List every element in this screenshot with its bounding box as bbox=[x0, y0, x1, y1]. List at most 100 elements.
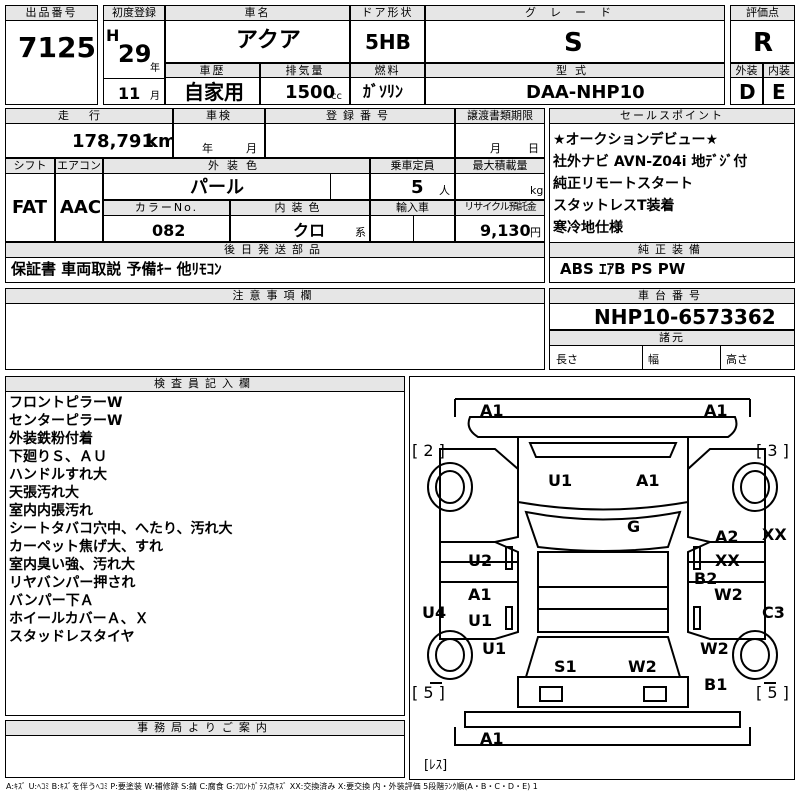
ext-color-cell: 外装色 パール bbox=[103, 158, 370, 200]
damage-label: U1 bbox=[482, 639, 507, 658]
damage-label: W2 bbox=[628, 657, 657, 676]
transfer-month-unit: 月 bbox=[490, 142, 501, 155]
list-item: バンパー下Ａ bbox=[9, 593, 94, 609]
transfer-header: 譲渡書類期限 bbox=[456, 109, 544, 124]
area-label: [ 2 ] bbox=[412, 441, 445, 460]
reg-year: 29 bbox=[118, 40, 152, 68]
displacement-header: 排気量 bbox=[261, 64, 349, 78]
notes-cell: 注意事項欄 bbox=[5, 288, 545, 370]
aircon-cell: エアコン AAC bbox=[55, 158, 103, 242]
inspection-year-unit: 年 bbox=[202, 142, 213, 155]
list-item: 外装鉄粉付着 bbox=[9, 431, 93, 447]
car-outline bbox=[427, 398, 778, 746]
score-cell: 評価点 R bbox=[730, 5, 795, 63]
fuel-header: 燃料 bbox=[351, 64, 424, 78]
area-label: [ 5 ] bbox=[756, 683, 789, 702]
import-cell: 輸入車 bbox=[370, 200, 455, 242]
specs-cell: 諸元 長さ 幅 高さ bbox=[549, 330, 795, 370]
sales-point-header: セールスポイント bbox=[550, 109, 794, 124]
recycle-header: リサイクル預託金 bbox=[456, 201, 544, 216]
damage-label: A1 bbox=[480, 401, 504, 420]
damage-label: B2 bbox=[694, 569, 718, 588]
sales-point-cell: セールスポイント ★オークションデビュー★ 社外ナビ AVN-Z04i 地ﾃﾞｼ… bbox=[549, 108, 795, 243]
displacement-cell: 排気量 1500 cc bbox=[260, 63, 350, 105]
aircon-value: AAC bbox=[60, 197, 102, 218]
interior-header: 内装 bbox=[764, 64, 794, 78]
history-cell: 車歴 自家用 bbox=[165, 63, 260, 105]
capacity-value: 5 bbox=[411, 177, 424, 198]
damage-label: B1 bbox=[704, 675, 728, 694]
damage-legend: A:ｷｽﾞ U:ﾍｺﾐ B:ｷｽﾞを伴うﾍｺﾐ P:要塗装 W:補修跡 S:錆 … bbox=[6, 782, 538, 791]
height-label: 高さ bbox=[726, 353, 748, 366]
reg-no-cell: 登録番号 bbox=[265, 108, 455, 158]
door-type: 5HB bbox=[365, 30, 411, 54]
list-item: センターピラーW bbox=[9, 413, 123, 429]
history-header: 車歴 bbox=[166, 64, 259, 78]
max-load-header: 最大積載量 bbox=[456, 159, 544, 174]
era: H bbox=[106, 26, 120, 45]
car-name-cell: 車名 アクア bbox=[165, 5, 350, 63]
damage-label: C3 bbox=[762, 603, 785, 622]
later-parts-header: 後日発送部品 bbox=[6, 243, 544, 258]
model-code: DAA-NHP10 bbox=[526, 82, 645, 103]
office-cell: 事務局よりご案内 bbox=[5, 720, 405, 778]
genuine-cell: 純正装備 ABS ｴｱB PS PW bbox=[549, 242, 795, 283]
recycle-unit: 円 bbox=[530, 226, 541, 239]
transfer-day-unit: 日 bbox=[528, 142, 539, 155]
score-value: R bbox=[753, 28, 774, 58]
mileage-value: 178,791 bbox=[72, 131, 154, 152]
list-item: 社外ナビ AVN-Z04i 地ﾃﾞｼﾞ付 bbox=[553, 154, 748, 170]
list-item: 室内内張汚れ bbox=[9, 503, 93, 519]
damage-label: A1 bbox=[636, 471, 660, 490]
car-diagram: A1 A1 [ 2 ] [ 3 ] U1 A1 G U2 A2 XX XX B2… bbox=[409, 376, 795, 780]
damage-label: G bbox=[627, 517, 641, 536]
recycle-value: 9,130 bbox=[480, 221, 531, 240]
aircon-header: エアコン bbox=[56, 159, 102, 174]
damage-label: U1 bbox=[548, 471, 573, 490]
interior-score-cell: 内装 E bbox=[763, 63, 795, 105]
transfer-cell: 譲渡書類期限 月 日 bbox=[455, 108, 545, 158]
sales-point-list: ★オークションデビュー★ 社外ナビ AVN-Z04i 地ﾃﾞｼﾞ付 純正リモート… bbox=[553, 129, 747, 239]
door-header: ドア形状 bbox=[351, 6, 424, 21]
chassis-header: 車台番号 bbox=[550, 289, 794, 304]
width-label: 幅 bbox=[648, 353, 659, 366]
damage-label: XX bbox=[762, 525, 787, 544]
later-parts-value: 保証書 車両取説 予備ｷｰ 他ﾘﾓｺﾝ bbox=[11, 260, 222, 278]
area-label: [ﾚｽ] bbox=[424, 758, 448, 773]
inspection-header: 車検 bbox=[174, 109, 264, 124]
cc-unit: cc bbox=[331, 91, 342, 102]
fuel-cell: 燃料 ｶﾞｿﾘﾝ bbox=[350, 63, 425, 105]
shift-cell: シフト FAT bbox=[5, 158, 55, 242]
list-item: フロントピラーW bbox=[9, 395, 123, 411]
grade-value: S bbox=[564, 28, 583, 58]
ext-color-header: 外装色 bbox=[104, 159, 369, 174]
inspector-list: フロントピラーW センターピラーW 外装鉄粉付着 下廻りＳ、ＡＵ ハンドルすれ大… bbox=[9, 394, 232, 646]
door-cell: ドア形状 5HB bbox=[350, 5, 425, 63]
genuine-header: 純正装備 bbox=[550, 243, 794, 258]
list-item: ハンドルすれ大 bbox=[9, 467, 107, 483]
list-item: ★オークションデビュー★ bbox=[553, 132, 719, 148]
damage-label: W2 bbox=[700, 639, 729, 658]
specs-header: 諸元 bbox=[550, 331, 794, 346]
capacity-cell: 乗車定員 5 人 bbox=[370, 158, 455, 200]
list-item: ホイールカバーＡ、Ｘ bbox=[9, 611, 149, 627]
reg-no-header: 登録番号 bbox=[266, 109, 454, 124]
damage-label: XX bbox=[715, 551, 740, 570]
car-name: アクア bbox=[236, 28, 301, 53]
exterior-score-cell: 外装 D bbox=[730, 63, 763, 105]
color-no-cell: カラーNo. 082 bbox=[103, 200, 230, 242]
shift-value: FAT bbox=[12, 197, 48, 218]
damage-label: A1 bbox=[480, 729, 504, 748]
length-label: 長さ bbox=[556, 353, 578, 366]
damage-label: U4 bbox=[422, 603, 447, 622]
list-item: リヤバンパー押され bbox=[9, 575, 136, 591]
year-unit: 年 bbox=[150, 63, 160, 74]
damage-label: W2 bbox=[714, 585, 743, 604]
month-unit: 月 bbox=[150, 91, 160, 102]
damage-label: S1 bbox=[554, 657, 577, 676]
inspection-cell: 車検 年 月 bbox=[173, 108, 265, 158]
list-item: カーペット焦げ大、すれ bbox=[9, 539, 163, 555]
capacity-unit: 人 bbox=[439, 184, 450, 197]
office-header: 事務局よりご案内 bbox=[6, 721, 404, 736]
lot-cell: 出品番号 7125 bbox=[5, 5, 98, 105]
